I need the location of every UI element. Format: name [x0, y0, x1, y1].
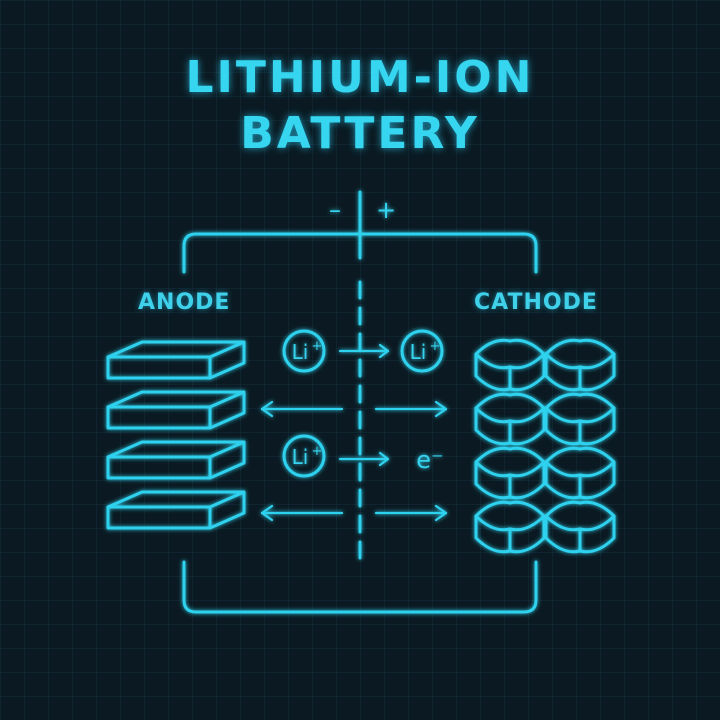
- graphite-layer: [106, 490, 246, 530]
- circuit-wire-bottom: [182, 560, 538, 614]
- cathode-cell: [474, 338, 546, 392]
- lithium-ion-2: Li +: [400, 329, 444, 373]
- svg-text:Li: Li: [410, 340, 427, 364]
- arrow-right: [374, 504, 448, 522]
- negative-terminal-sign: –: [329, 196, 341, 224]
- lithium-ion-1: Li +: [282, 329, 326, 373]
- graphite-layer: [106, 390, 246, 430]
- arrow-right: [338, 451, 390, 467]
- graphite-layer: [106, 440, 246, 480]
- cathode-label: CATHODE: [474, 290, 598, 315]
- cathode-lattice: [474, 338, 616, 554]
- arrow-left: [260, 400, 344, 418]
- lithium-ion-3: Li +: [282, 434, 326, 478]
- cathode-cell: [474, 446, 546, 500]
- anode-graphite-layers: [106, 340, 246, 530]
- cathode-cell: [544, 338, 616, 392]
- positive-terminal-sign: +: [376, 196, 396, 224]
- graphite-layer: [106, 340, 246, 380]
- svg-text:Li: Li: [292, 340, 309, 364]
- arrow-right: [338, 343, 390, 359]
- svg-text:+: +: [312, 339, 323, 354]
- anode-label: ANODE: [138, 290, 231, 315]
- cathode-cell: [474, 392, 546, 446]
- cathode-cell: [544, 446, 616, 500]
- cathode-cell: [474, 500, 546, 554]
- cathode-cell: [544, 392, 616, 446]
- arrow-left: [260, 504, 344, 522]
- cathode-cell: [544, 500, 616, 554]
- electron-label: e⁻: [416, 446, 443, 474]
- title-line-2: BATTERY: [240, 108, 480, 159]
- svg-text:Li: Li: [292, 445, 309, 469]
- svg-text:+: +: [312, 444, 323, 459]
- title-line-1: LITHIUM-ION: [185, 52, 535, 103]
- arrow-right: [374, 400, 448, 418]
- svg-text:+: +: [430, 339, 441, 354]
